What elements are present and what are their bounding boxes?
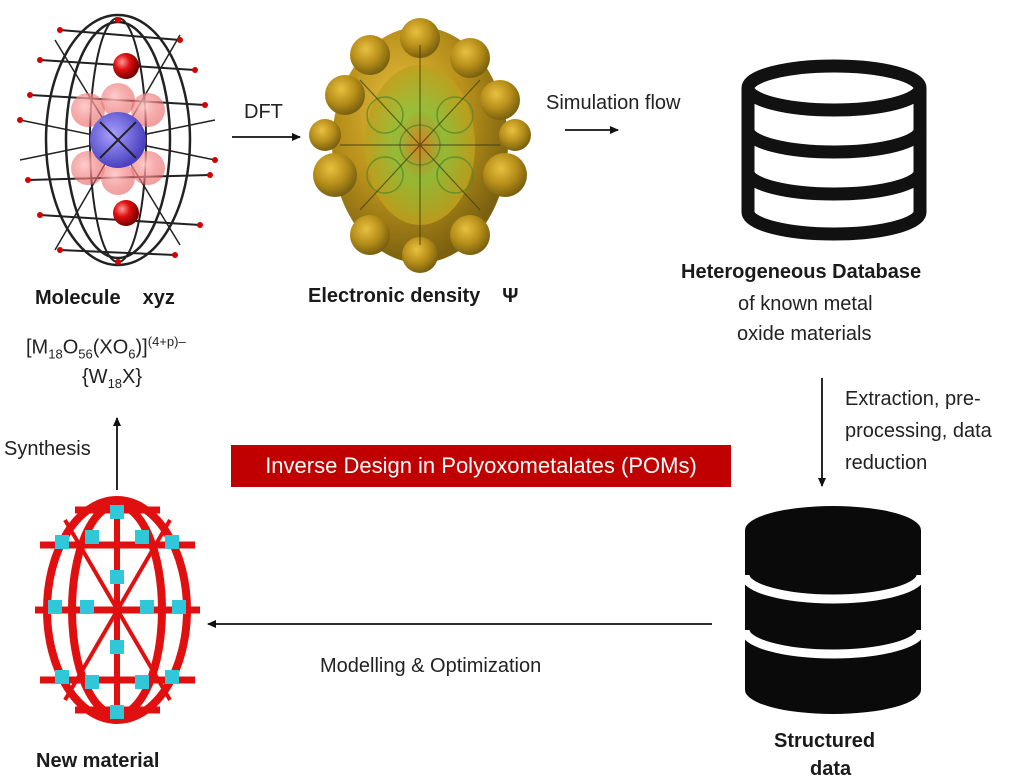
dft-label: DFT: [244, 101, 283, 123]
structured-data-label-line-2: data: [810, 758, 852, 780]
structured-data-label-line-1: Structured: [774, 730, 876, 752]
electronic-density-image: [309, 18, 531, 273]
new-material-structure-image: [35, 496, 200, 724]
simulation-flow-label: Simulation flow: [546, 92, 681, 114]
extraction-label-line-2: processing, data: [845, 420, 992, 442]
heterogeneous-database-icon: [741, 59, 927, 241]
molecule-formula-short: {W18X}: [82, 366, 143, 391]
heterogeneous-database-title: Heterogeneous Database: [681, 261, 922, 283]
modelling-optimization-label: Modelling & Optimization: [320, 655, 542, 677]
synthesis-label: Synthesis: [4, 438, 91, 460]
database-line-2: of known metal: [738, 293, 873, 315]
extraction-label-line-3: reduction: [845, 452, 928, 474]
inverse-design-banner: Inverse Design in Polyoxometalates (POMs…: [231, 445, 731, 487]
molecule-structure-image: [17, 13, 218, 267]
extraction-label-line-1: Extraction, pre-: [845, 388, 981, 410]
database-line-3: oxide materials: [737, 323, 872, 345]
new-material-label: New material: [36, 750, 160, 772]
structured-data-icon: [740, 506, 926, 714]
molecule-formula: [M18O56(XO6)](4+p)–: [26, 334, 186, 362]
